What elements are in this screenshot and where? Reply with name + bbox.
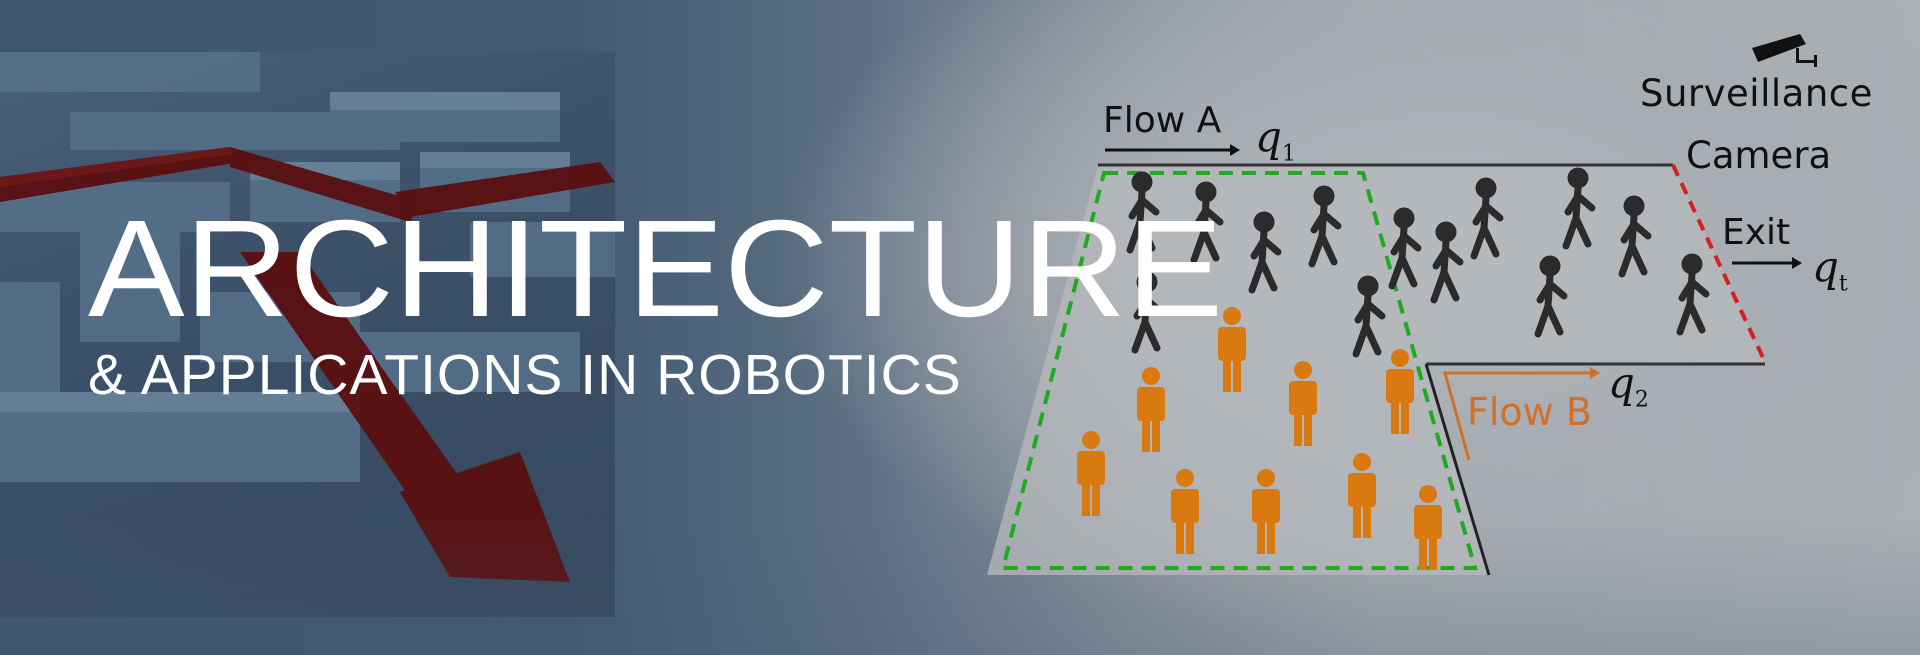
flow-a-label: Flow A	[1103, 100, 1222, 141]
maze-photo	[0, 52, 615, 617]
banner-title: ARCHITECTURE	[88, 192, 1224, 346]
surveillance-camera-icon	[1752, 34, 1817, 67]
flow-a-pedestrians	[1126, 167, 1710, 358]
q1-symbol: q1	[1255, 112, 1296, 167]
exit-label: Exit	[1722, 212, 1791, 253]
surveillance-label: Surveillance	[1640, 72, 1873, 115]
flow-b-pedestrians	[1077, 307, 1442, 570]
banner-subtitle: & APPLICATIONS IN ROBOTICS	[88, 343, 962, 407]
flow-b-label: Flow B	[1467, 390, 1592, 434]
maze-illustration	[0, 52, 615, 582]
bottom-gradient	[0, 515, 1920, 655]
exit-boundary	[1671, 164, 1767, 363]
q2-symbol: q2	[1608, 358, 1649, 413]
qt-symbol: qt	[1812, 242, 1848, 297]
camera-label: Camera	[1686, 134, 1832, 177]
monitoring-zone	[1000, 171, 1478, 570]
